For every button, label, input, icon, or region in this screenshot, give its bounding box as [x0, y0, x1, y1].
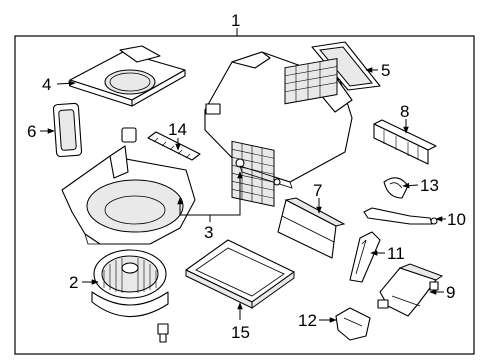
part-12-connector	[335, 307, 371, 341]
callout-10: 10	[447, 210, 466, 229]
part-10-linkage	[363, 207, 438, 225]
leader-4	[56, 80, 76, 87]
part-9-module	[377, 263, 444, 317]
blower-case	[61, 145, 196, 245]
callout-14: 14	[168, 120, 187, 139]
small-clip	[121, 127, 137, 143]
leader-13	[402, 182, 419, 189]
part-7-filter-panel	[277, 197, 346, 259]
part-6-gasket	[52, 102, 83, 158]
part-4-top-cover	[69, 45, 186, 107]
callout-2: 2	[69, 273, 78, 292]
part-14-grille	[147, 131, 201, 161]
part-11-lever	[349, 231, 381, 283]
callout-6: 6	[27, 122, 36, 141]
callout-5: 5	[381, 61, 390, 80]
callout-8: 8	[400, 102, 409, 121]
part-15-cabin-filter	[185, 239, 295, 309]
callout-9: 9	[446, 283, 455, 302]
part-2-blower-motor	[91, 249, 169, 343]
callout-1: 1	[231, 11, 240, 30]
callout-11: 11	[387, 244, 405, 263]
callout-12: 12	[298, 311, 317, 330]
callout-3: 3	[204, 223, 213, 242]
hvac-housing	[204, 51, 353, 207]
diagram-frame	[14, 35, 475, 355]
callout-13: 13	[420, 176, 439, 195]
callout-7: 7	[313, 181, 322, 200]
callout-4: 4	[42, 75, 51, 94]
callout-15: 15	[231, 323, 250, 342]
part-13-clip	[383, 177, 409, 199]
part-8-bar	[373, 119, 437, 165]
